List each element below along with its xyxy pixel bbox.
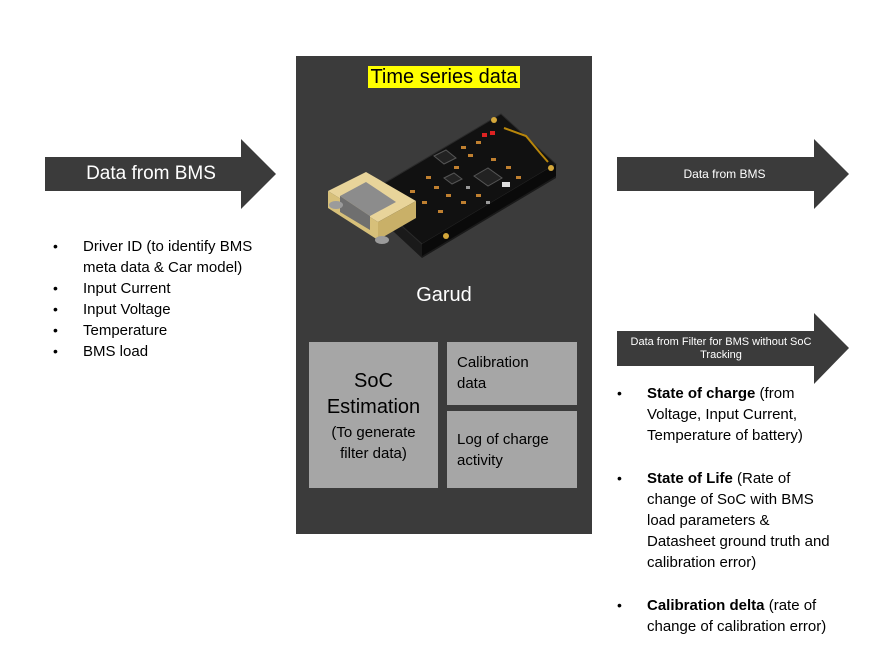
right-arrow-top-label: Data from BMS: [683, 167, 766, 181]
list-item: Calibration delta (rate of change of cal…: [617, 595, 842, 637]
charge-log-label: Log of charge activity: [457, 431, 549, 469]
list-item: Driver ID (to identify BMS meta data & C…: [53, 236, 263, 278]
arrow-shape: [617, 139, 849, 209]
list-item-desc: (Rate of change of SoC with BMS load par…: [647, 470, 830, 571]
charge-log-box: Log of charge activity: [447, 411, 577, 488]
list-item-title: State of charge: [647, 385, 756, 402]
list-item: Input Current: [53, 278, 263, 299]
list-item: Input Voltage: [53, 299, 263, 320]
soc-line2: Estimation: [326, 396, 421, 418]
right-arrow-bottom-label: Data from Filter for BMS without SoC Tra…: [630, 335, 812, 361]
list-item-desc: (from Voltage, Input Current, Temperatur…: [647, 385, 803, 444]
soc-subtext: (To generate filter data): [331, 424, 416, 462]
right-arrow-bottom: Data from Filter for BMS without SoC Tra…: [617, 313, 849, 384]
left-arrow-label: Data from BMS: [86, 163, 216, 184]
list-item: BMS load: [53, 341, 263, 362]
garud-panel: Time series data: [296, 56, 592, 534]
calibration-data-label: Calibration data: [457, 354, 529, 392]
garud-device-image: [328, 113, 557, 258]
device-name: Garud: [416, 284, 472, 306]
left-arrow: Data from BMS: [45, 139, 276, 209]
list-item-desc: (rate of change of calibration error): [647, 597, 827, 635]
list-item: State of Life (Rate of change of SoC wit…: [617, 468, 842, 573]
list-item: Temperature: [53, 320, 263, 341]
left-input-list: Driver ID (to identify BMS meta data & C…: [53, 236, 263, 362]
arrow-shape: [45, 139, 276, 209]
soc-estimation-box: SoC Estimation (To generate filter data): [309, 342, 438, 488]
calibration-data-box: Calibration data: [447, 342, 577, 405]
list-item-title: Calibration delta: [647, 597, 765, 614]
right-arrow-top: Data from BMS: [617, 139, 849, 209]
list-item-title: State of Life: [647, 470, 733, 487]
time-series-title: Time series data: [368, 66, 520, 88]
list-item: State of charge (from Voltage, Input Cur…: [617, 383, 842, 446]
arrow-shape: [617, 313, 849, 384]
right-output-list: State of charge (from Voltage, Input Cur…: [617, 383, 842, 659]
soc-line1: SoC: [354, 370, 393, 392]
